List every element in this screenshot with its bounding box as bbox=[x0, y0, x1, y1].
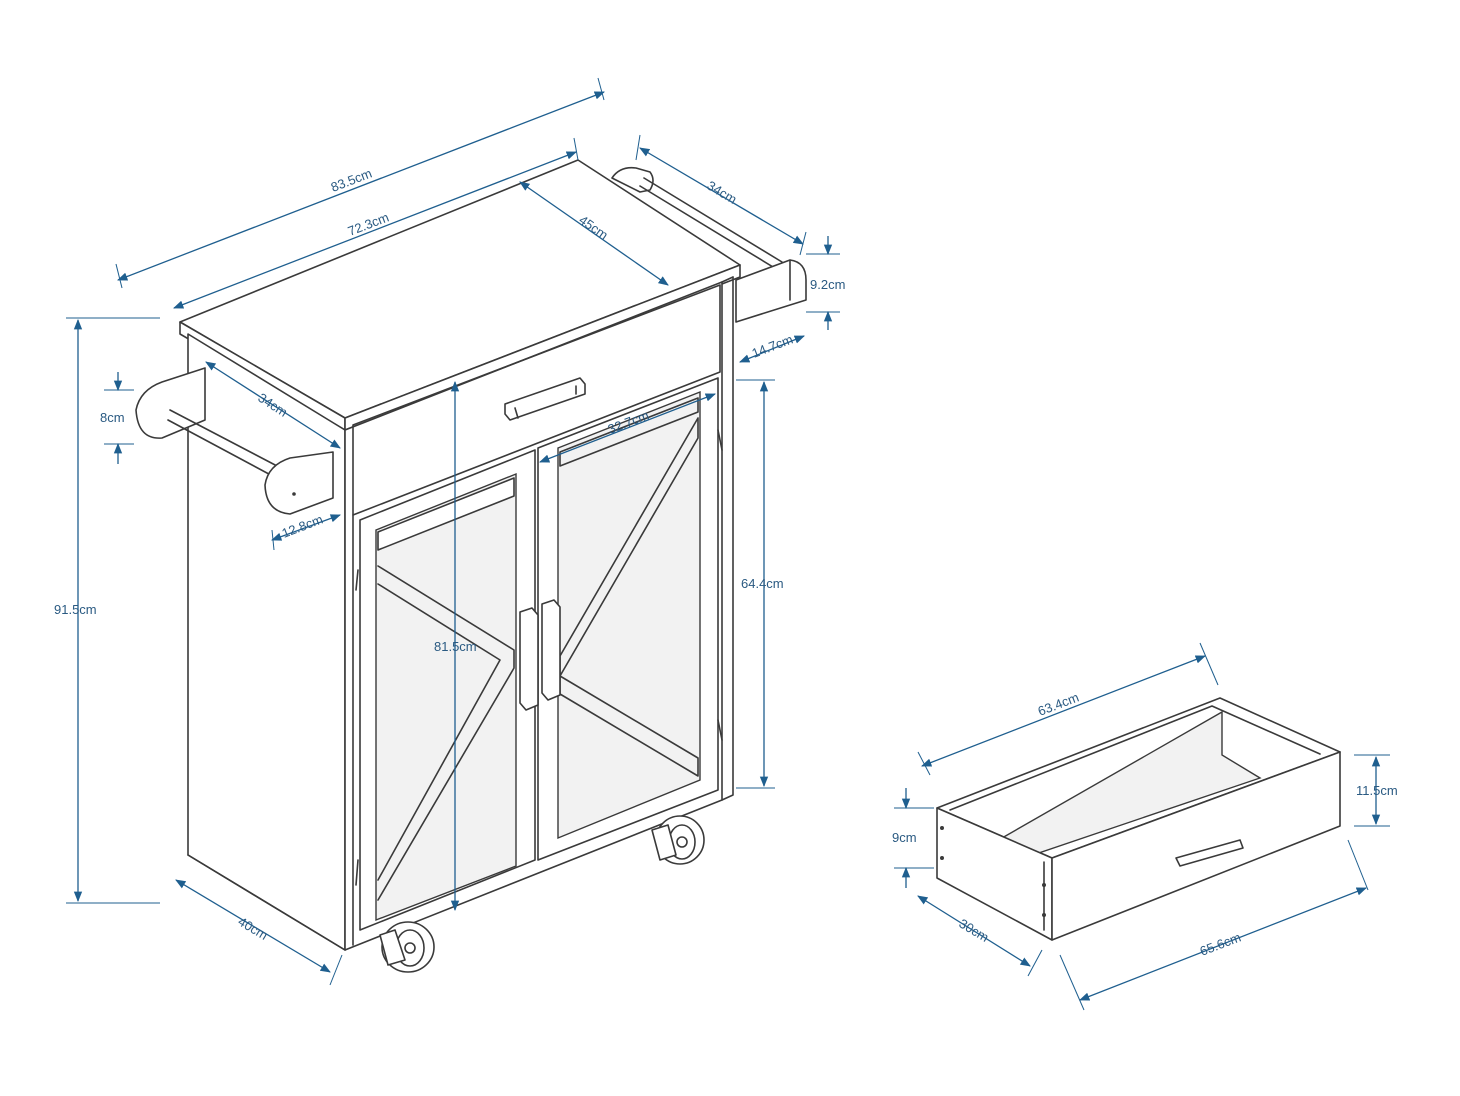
dim-left-rail-offset bbox=[271, 514, 341, 541]
label-right-rail-height: 9.2cm bbox=[810, 277, 845, 292]
label-right-rail-offset: 14.7cm bbox=[750, 332, 795, 361]
drawer-handle bbox=[1175, 839, 1244, 867]
label-right-rail-length: 34cm bbox=[704, 178, 739, 207]
drawer bbox=[936, 697, 1341, 941]
right-door bbox=[537, 377, 723, 861]
label-drawer-outer-length: 65.6cm bbox=[1198, 930, 1243, 959]
label-inner-height: 81.5cm bbox=[434, 639, 477, 654]
label-drawer-inner-length: 63.4cm bbox=[1036, 690, 1081, 719]
casters bbox=[379, 815, 705, 973]
dim-top-width bbox=[173, 151, 577, 309]
label-total-height: 91.5cm bbox=[54, 602, 97, 617]
dimension-lines bbox=[66, 77, 1390, 1011]
cart-left-side bbox=[187, 333, 346, 951]
dim-right-rail-offset bbox=[739, 335, 805, 363]
label-top-width: 72.3cm bbox=[346, 210, 391, 239]
left-door bbox=[355, 449, 536, 931]
label-left-rail-height: 8cm bbox=[100, 410, 125, 425]
dim-left-rail-length bbox=[205, 361, 341, 449]
label-drawer-inner-height: 9cm bbox=[892, 830, 917, 845]
kitchen-cart bbox=[135, 159, 807, 973]
dim-drawer-outer-length bbox=[1079, 887, 1367, 1001]
dim-drawer-inner-length bbox=[921, 655, 1206, 767]
caster-front bbox=[379, 921, 435, 973]
door-handles bbox=[519, 599, 561, 711]
dim-top-depth bbox=[519, 181, 669, 286]
dim-inner-door-width bbox=[539, 393, 716, 463]
label-drawer-depth: 30cm bbox=[956, 916, 991, 945]
label-door-height: 64.4cm bbox=[741, 576, 784, 591]
dim-drawer-depth bbox=[917, 895, 1031, 967]
dim-right-rail-length bbox=[639, 147, 804, 245]
label-base-depth: 40cm bbox=[235, 914, 270, 943]
caster-back bbox=[651, 815, 705, 865]
dim-base-depth bbox=[175, 879, 331, 973]
label-drawer-height: 11.5cm bbox=[1356, 783, 1398, 798]
